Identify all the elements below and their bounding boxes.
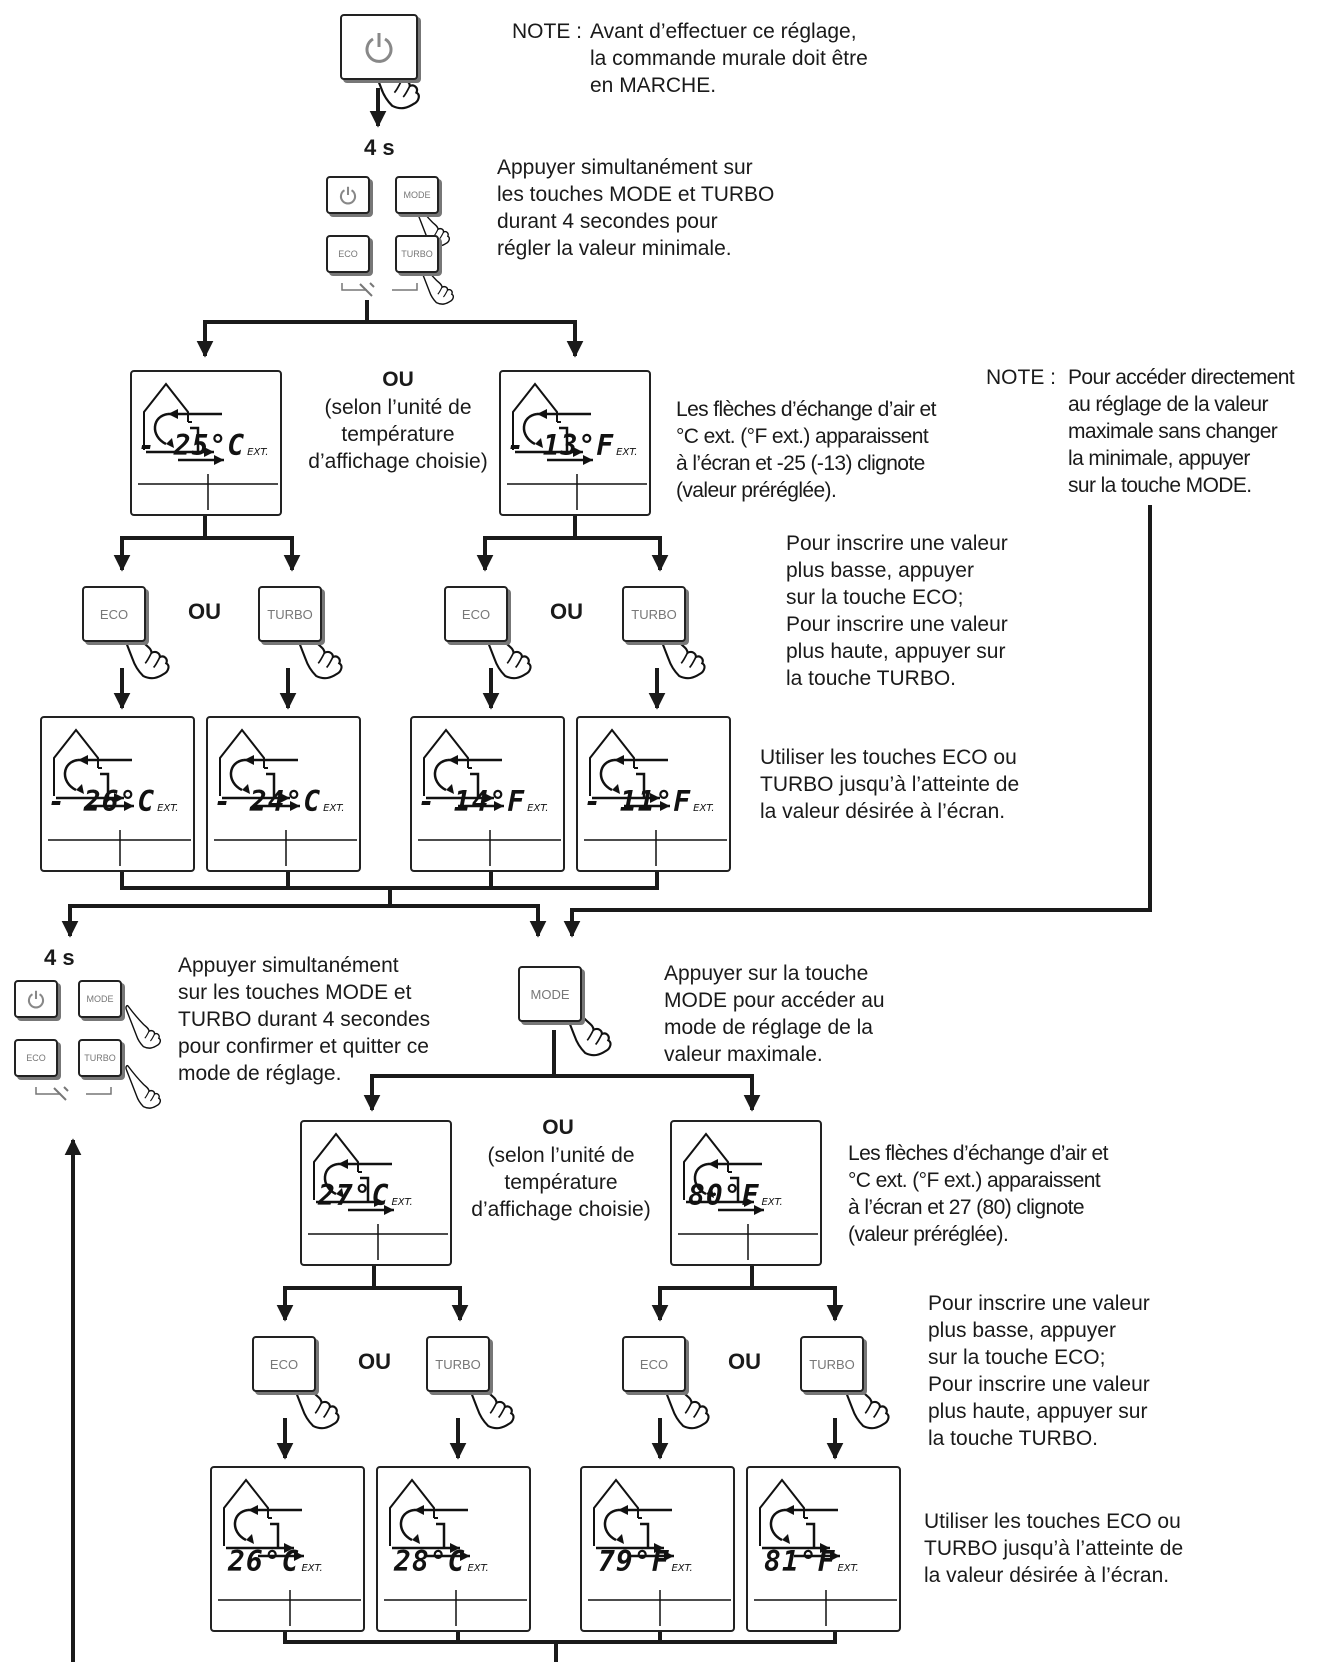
turbo-button[interactable]: TURBO xyxy=(395,235,439,273)
turbo-button[interactable]: TURBO xyxy=(426,1336,490,1392)
or-label: OU xyxy=(728,1349,761,1374)
lcd-baseline-icon xyxy=(218,1590,361,1626)
eco-button[interactable]: ECO xyxy=(82,586,146,642)
turbo-button[interactable]: TURBO xyxy=(258,586,322,642)
note-text-power-on: Avant d’effectuer ce réglage,la commande… xyxy=(590,20,868,97)
lcd-baseline-icon xyxy=(308,1224,448,1260)
or-label: OU xyxy=(550,599,583,624)
eco-button[interactable]: ECO xyxy=(252,1336,316,1392)
mode-button[interactable]: MODE xyxy=(518,966,582,1022)
power-icon xyxy=(27,990,45,1009)
wrench-bracket-icon xyxy=(341,283,418,291)
power-button[interactable] xyxy=(14,980,58,1018)
lcd-baseline-icon xyxy=(418,830,561,866)
eco-button[interactable]: ECO xyxy=(444,586,508,642)
lcd-baseline-icon xyxy=(48,830,191,866)
eco-button[interactable]: ECO xyxy=(14,1039,58,1077)
lcd-baseline-icon xyxy=(588,1590,731,1626)
hand-pointer-icon xyxy=(125,1004,162,1049)
note-label: NOTE : xyxy=(986,366,1057,389)
lcd-baseline-icon xyxy=(584,830,727,866)
or-label: OU xyxy=(358,1349,391,1374)
instruction-arrows-min: Les flèches d’échange d’air et°C ext. (°… xyxy=(676,398,936,502)
power-button[interactable] xyxy=(326,176,370,214)
power-icon xyxy=(365,33,393,63)
wrench-icon xyxy=(53,1086,69,1101)
lcd-baseline-icon xyxy=(384,1590,527,1626)
or-label: OU xyxy=(188,599,221,624)
hold-duration-label: 4 s xyxy=(364,135,395,160)
or-label: OU xyxy=(542,1116,574,1139)
or-label: OU xyxy=(382,368,414,391)
wrench-bracket-icon xyxy=(35,1087,112,1095)
wrench-icon xyxy=(359,282,375,297)
eco-button[interactable]: ECO xyxy=(622,1336,686,1392)
lcd-baseline-icon xyxy=(138,474,278,510)
lcd-baseline-icon xyxy=(507,474,647,510)
lcd-baseline-icon xyxy=(754,1590,897,1626)
mode-button[interactable]: MODE xyxy=(395,176,439,214)
turbo-button[interactable]: TURBO xyxy=(78,1039,122,1077)
power-icon xyxy=(339,186,357,205)
turbo-button[interactable]: TURBO xyxy=(622,586,686,642)
turbo-button[interactable]: TURBO xyxy=(800,1336,864,1392)
lcd-baseline-icon xyxy=(678,1224,818,1260)
lcd-baseline-icon xyxy=(214,830,357,866)
eco-button[interactable]: ECO xyxy=(326,235,370,273)
instruction-arrows-max: Les flèches d’échange d’air et°C ext. (°… xyxy=(848,1142,1108,1246)
note-label: NOTE : xyxy=(512,20,583,43)
mode-button[interactable]: MODE xyxy=(78,980,122,1018)
hand-pointer-icon xyxy=(125,1064,162,1109)
power-button[interactable] xyxy=(340,14,418,80)
hold-duration-label: 4 s xyxy=(44,945,75,970)
